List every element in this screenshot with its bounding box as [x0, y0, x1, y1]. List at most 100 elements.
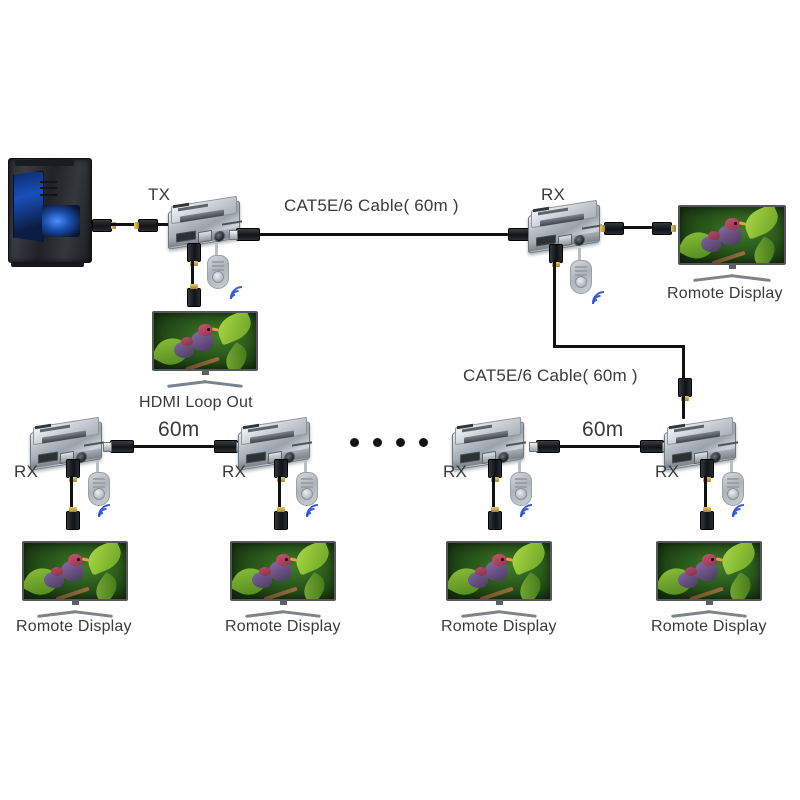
cable-hdmi-loop-out: [191, 260, 194, 288]
display-remote-1: [22, 541, 128, 618]
tv-image-leaf: [515, 572, 547, 599]
tv-image-leaf: [83, 543, 126, 576]
cable-cat5e-top: [258, 233, 508, 236]
tv-image-leaf: [213, 313, 256, 346]
pc-vent: [39, 187, 57, 190]
tv-image-leaf: [221, 342, 253, 369]
cable-rx4-to-display: [704, 476, 707, 512]
tv-stand-neck: [279, 600, 287, 605]
ir-lens: [575, 276, 587, 288]
ir-lens: [515, 488, 527, 500]
pc-top-panel: [14, 160, 74, 167]
pc-vent: [39, 181, 57, 184]
ir-lens: [93, 488, 105, 500]
cable-rx1-to-display: [70, 476, 73, 512]
pc-side-window: [13, 170, 44, 242]
tv-stand-neck: [201, 370, 209, 375]
wifi-waves-icon: [587, 286, 621, 320]
continuation-dots: [350, 438, 428, 447]
cable-cat5e-mid: [682, 395, 685, 419]
tv-image-leaf: [748, 235, 780, 263]
tv-stand-foot: [280, 610, 322, 618]
wifi-waves-icon: [727, 499, 761, 533]
hdmi-plug-icon: [66, 507, 80, 530]
tv-stand-foot: [166, 380, 208, 388]
tv-stand-foot: [36, 610, 78, 618]
ir-receiver-icon: [296, 460, 318, 506]
display-remote-3: [446, 541, 552, 618]
tv-screen: [656, 541, 762, 601]
tv-image-bird: [700, 230, 726, 253]
tv-screen: [446, 541, 552, 601]
label-rx-4: RX: [655, 462, 680, 481]
power-jack: [214, 230, 225, 243]
tv-image-bird: [44, 566, 68, 589]
cable-pc-to-tx: [110, 223, 138, 226]
rj45-plug-icon: [529, 440, 560, 453]
tv-stand-neck: [71, 600, 79, 605]
hdmi-plug-icon: [488, 459, 502, 482]
rj45-port: [198, 229, 212, 244]
display-remote-top: [678, 205, 786, 282]
tv-stand-neck: [705, 600, 713, 605]
tv-image-leaf: [91, 572, 123, 599]
tv-image-leaf: [725, 572, 757, 599]
ir-cable: [518, 460, 521, 480]
tv-stand-foot: [496, 610, 538, 618]
dot: [419, 438, 428, 447]
pc-vent: [39, 193, 57, 196]
wifi-waves-icon: [301, 499, 335, 533]
label-rx-3: RX: [443, 462, 468, 481]
display-remote-2: [230, 541, 336, 618]
rj45-plug-icon: [103, 440, 134, 453]
tv-stand-foot: [706, 610, 748, 618]
tv-stand-foot: [72, 610, 114, 618]
tv-image-leaf: [717, 543, 760, 576]
ir-receiver-icon: [570, 248, 592, 294]
cable-pc-to-tx: [156, 223, 170, 226]
ir-receiver-icon: [207, 243, 229, 289]
tv-screen: [230, 541, 336, 601]
hdmi-plug-icon: [652, 222, 676, 235]
label-remote-display-3: Romote Display: [441, 618, 557, 635]
label-span-right: 60m: [582, 418, 624, 441]
tv-stand-foot: [202, 380, 244, 388]
tv-image-leaf: [507, 543, 550, 576]
hdmi-plug-icon: [187, 243, 201, 266]
hdmi-plug-icon: [274, 459, 288, 482]
cable-60m-left: [132, 445, 214, 448]
hdmi-plug-icon: [700, 459, 714, 482]
extender-rx-top: [528, 199, 606, 256]
ir-cable: [96, 460, 99, 480]
tv-image-bird: [714, 218, 747, 247]
ir-receiver-icon: [88, 460, 110, 506]
computer-tower: [8, 158, 92, 268]
label-cable-top: CAT5E/6 Cable( 60m ): [284, 196, 459, 215]
label-hdmi-loop-out: HDMI Loop Out: [139, 394, 253, 411]
rj45-plug-icon: [640, 440, 671, 453]
pc-base: [11, 261, 84, 268]
tv-screen: [22, 541, 128, 601]
tv-screen: [152, 311, 258, 371]
tv-stand-foot: [670, 610, 712, 618]
ir-lens: [301, 488, 313, 500]
tv-stand-neck: [728, 264, 736, 269]
rj45-plug-icon: [214, 440, 245, 453]
dot: [396, 438, 405, 447]
hdmi-plug-icon: [600, 222, 624, 235]
tv-stand-neck: [495, 600, 503, 605]
cable-rx-to-display: [622, 226, 652, 229]
cable-60m-right: [558, 445, 640, 448]
rj45-plug-icon: [229, 228, 260, 241]
hdmi-plug-icon: [488, 507, 502, 530]
wifi-waves-icon: [225, 281, 259, 315]
hdmi-plug-icon: [134, 219, 158, 232]
rj45-plug-icon: [549, 244, 563, 267]
label-span-left: 60m: [158, 418, 200, 441]
tv-image-bird: [468, 566, 492, 589]
ir-cable: [578, 248, 581, 268]
label-remote-display-1: Romote Display: [16, 618, 132, 635]
tv-stand-foot: [693, 274, 735, 282]
tv-image-bird: [252, 566, 276, 589]
tv-image-bird: [58, 554, 90, 583]
